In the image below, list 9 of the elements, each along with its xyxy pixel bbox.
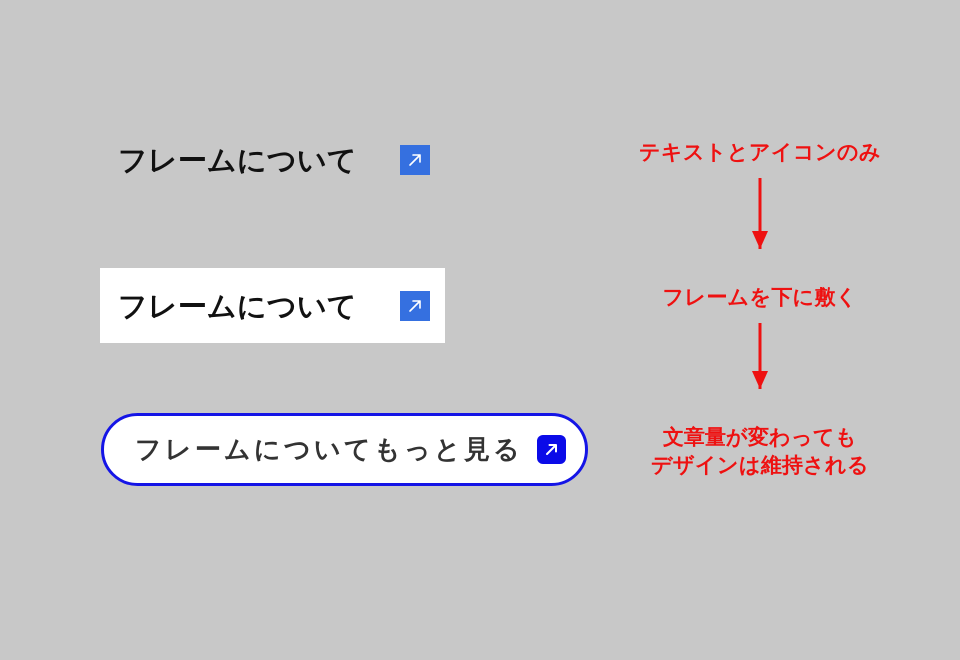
link-button: フレームについてもっと見る [101,413,588,486]
link-text: フレームについて [118,142,357,178]
arrow [752,323,768,389]
step-caption: フレームを下に敷く [600,283,920,311]
step-caption: テキストとアイコンのみ [600,138,920,166]
step-caption: 文章量が変わってもデザインは維持される [600,423,920,479]
arrow [752,178,768,249]
frame-panel [100,268,445,343]
link-text: フレームについて [118,288,357,324]
